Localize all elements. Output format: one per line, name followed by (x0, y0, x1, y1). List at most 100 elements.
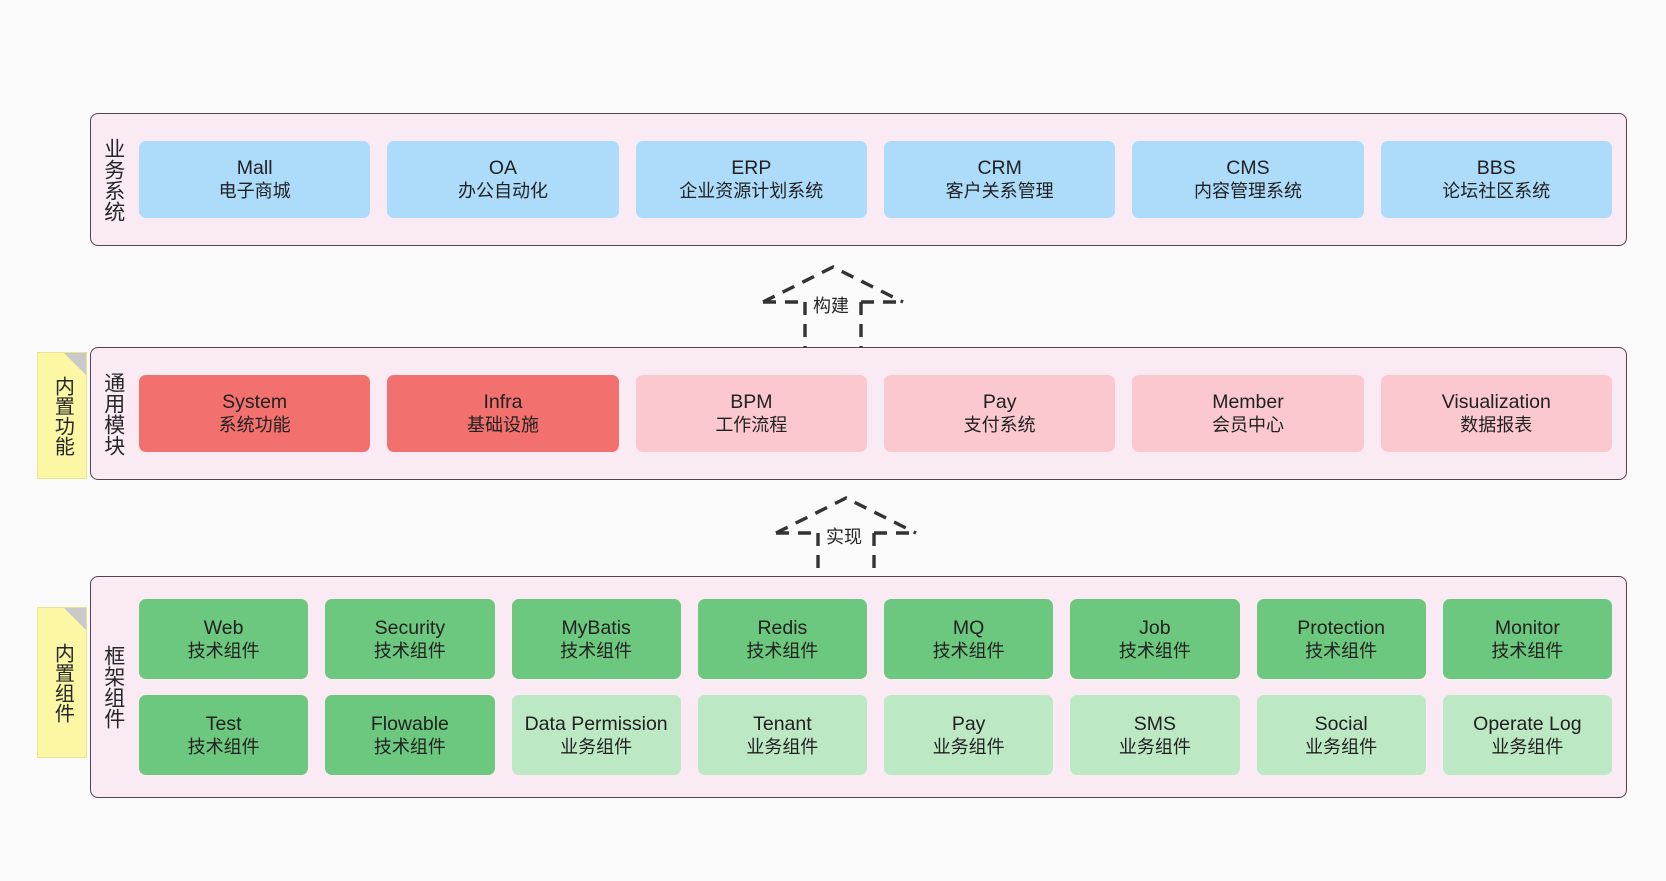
node-mall[interactable]: Mall 电子商城 (139, 141, 371, 218)
connector-build-label: 构建 (810, 292, 852, 318)
node-title: System (222, 391, 288, 414)
node-title: Flowable (370, 712, 449, 735)
node-sms[interactable]: SMS 业务组件 (1070, 695, 1240, 775)
node-row: Mall 电子商城 OA 办公自动化 ERP 企业资源计划系统 CRM 客户关系… (139, 141, 1612, 218)
node-subtitle: 客户关系管理 (945, 181, 1054, 202)
node-subtitle: 技术组件 (373, 640, 446, 661)
node-subtitle: 支付系统 (963, 415, 1036, 436)
node-subtitle: 技术组件 (746, 640, 819, 661)
node-title: Web (203, 616, 244, 639)
node-subtitle: 技术组件 (1118, 640, 1191, 661)
fold-corner-icon (64, 353, 86, 375)
node-job[interactable]: Job 技术组件 (1070, 599, 1240, 679)
node-protection[interactable]: Protection 技术组件 (1256, 599, 1426, 679)
connector-implement-label: 实现 (823, 523, 865, 549)
node-web[interactable]: Web 技术组件 (139, 599, 309, 679)
node-subtitle: 数据报表 (1460, 415, 1533, 436)
node-redis[interactable]: Redis 技术组件 (697, 599, 867, 679)
node-system[interactable]: System 系统功能 (139, 375, 371, 452)
layer-body-framework-component: Web 技术组件 Security 技术组件 MyBatis 技术组件 Redi… (135, 577, 1626, 797)
node-monitor[interactable]: Monitor 技术组件 (1442, 599, 1612, 679)
layer-title-framework-component: 框架组件 (101, 645, 125, 729)
node-oa[interactable]: OA 办公自动化 (387, 141, 619, 218)
node-subtitle: 业务组件 (932, 736, 1005, 757)
node-subtitle: 电子商城 (218, 181, 291, 202)
layer-business-system: 业务系统 Mall 电子商城 OA 办公自动化 ERP 企业资源计划系统 CRM… (90, 113, 1627, 246)
node-title: Pay (982, 391, 1017, 414)
node-title: Redis (757, 616, 808, 639)
node-subtitle: 技术组件 (1491, 640, 1564, 661)
side-tab-builtin-function: 内置功能 (37, 352, 87, 479)
node-operate-log[interactable]: Operate Log 业务组件 (1442, 695, 1612, 775)
node-subtitle: 论坛社区系统 (1442, 181, 1551, 202)
node-row: Test 技术组件 Flowable 技术组件 Data Permission … (139, 695, 1612, 775)
node-cms[interactable]: CMS 内容管理系统 (1132, 141, 1364, 218)
node-title: Tenant (753, 712, 812, 735)
node-mq[interactable]: MQ 技术组件 (884, 599, 1054, 679)
node-subtitle: 技术组件 (560, 640, 633, 661)
node-title: CRM (977, 157, 1022, 180)
node-member[interactable]: Member 会员中心 (1132, 375, 1364, 452)
side-tab-builtin-component: 内置组件 (37, 607, 87, 758)
node-subtitle: 技术组件 (932, 640, 1005, 661)
node-bbs[interactable]: BBS 论坛社区系统 (1380, 141, 1612, 218)
node-subtitle: 业务组件 (1305, 736, 1378, 757)
node-visualization[interactable]: Visualization 数据报表 (1380, 375, 1612, 452)
node-title: Protection (1297, 616, 1386, 639)
node-subtitle: 系统功能 (218, 415, 291, 436)
node-subtitle: 办公自动化 (457, 181, 548, 202)
node-title: MQ (952, 616, 985, 639)
fold-corner-icon (64, 608, 86, 630)
node-subtitle: 会员中心 (1211, 415, 1284, 436)
node-tenant[interactable]: Tenant 业务组件 (697, 695, 867, 775)
node-subtitle: 工作流程 (715, 415, 788, 436)
node-subtitle: 技术组件 (187, 640, 260, 661)
node-title: SMS (1133, 712, 1176, 735)
node-mybatis[interactable]: MyBatis 技术组件 (511, 599, 681, 679)
node-crm[interactable]: CRM 客户关系管理 (883, 141, 1116, 218)
node-title: Security (374, 616, 446, 639)
node-subtitle: 基础设施 (466, 415, 539, 436)
node-bpm[interactable]: BPM 工作流程 (635, 375, 867, 452)
node-title: Monitor (1494, 616, 1560, 639)
node-subtitle: 业务组件 (746, 736, 819, 757)
node-title: MyBatis (561, 616, 631, 639)
node-subtitle: 技术组件 (1305, 640, 1378, 661)
node-subtitle: 业务组件 (1491, 736, 1564, 757)
node-data-permission[interactable]: Data Permission 业务组件 (511, 695, 681, 775)
layer-body-business-system: Mall 电子商城 OA 办公自动化 ERP 企业资源计划系统 CRM 客户关系… (135, 114, 1626, 245)
node-title: Social (1314, 712, 1368, 735)
node-title: BBS (1476, 157, 1516, 180)
layer-body-common-module: System 系统功能 Infra 基础设施 BPM 工作流程 Pay 支付系统… (135, 348, 1626, 479)
node-title: Visualization (1441, 391, 1551, 414)
layer-title-business-system: 业务系统 (101, 137, 125, 222)
node-title: Member (1212, 391, 1284, 414)
node-title: Job (1139, 616, 1171, 639)
node-title: ERP (731, 157, 772, 180)
node-subtitle: 业务组件 (1118, 736, 1191, 757)
connector-implement: 实现 (768, 493, 928, 585)
node-title: BPM (730, 391, 773, 414)
connector-build: 构建 (755, 262, 915, 354)
node-title: CMS (1226, 157, 1270, 180)
node-pay-component[interactable]: Pay 业务组件 (884, 695, 1054, 775)
node-title: Infra (483, 391, 523, 414)
node-erp[interactable]: ERP 企业资源计划系统 (635, 141, 867, 218)
node-subtitle: 业务组件 (560, 736, 633, 757)
node-title: Operate Log (1473, 712, 1582, 735)
node-title: Mall (236, 157, 273, 180)
layer-title-common-module: 通用模块 (101, 371, 125, 456)
node-subtitle: 技术组件 (187, 736, 260, 757)
node-infra[interactable]: Infra 基础设施 (387, 375, 619, 452)
side-tab-label: 内置组件 (51, 642, 74, 723)
node-row: Web 技术组件 Security 技术组件 MyBatis 技术组件 Redi… (139, 599, 1612, 679)
node-subtitle: 内容管理系统 (1193, 181, 1302, 202)
node-title: Pay (951, 712, 986, 735)
node-security[interactable]: Security 技术组件 (325, 599, 495, 679)
side-tab-label: 内置功能 (51, 375, 74, 456)
node-test[interactable]: Test 技术组件 (139, 695, 309, 775)
node-flowable[interactable]: Flowable 技术组件 (325, 695, 495, 775)
node-pay-module[interactable]: Pay 支付系统 (883, 375, 1116, 452)
node-social[interactable]: Social 业务组件 (1256, 695, 1426, 775)
node-title: Data Permission (524, 712, 668, 735)
